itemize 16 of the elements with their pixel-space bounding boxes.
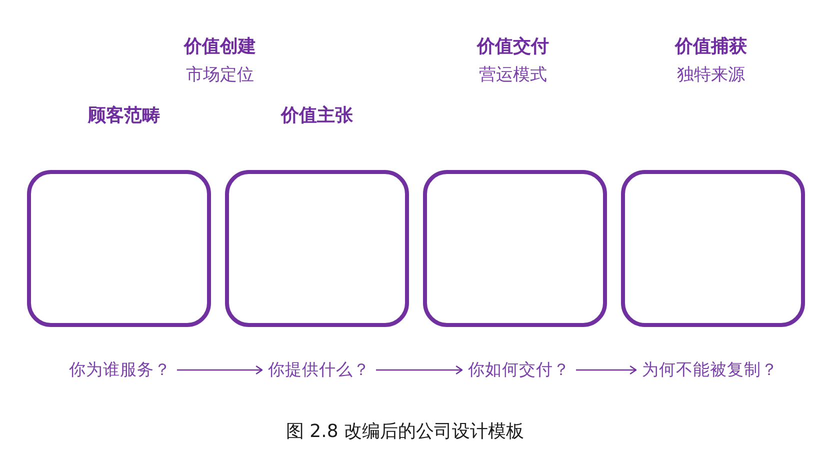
column-subheading: 独特来源 [677, 64, 745, 86]
question-text: 你为谁服务？ [69, 360, 171, 380]
column-heading: 价值捕获 [675, 36, 747, 58]
column-heading: 价值主张 [281, 105, 353, 127]
arrow [177, 365, 263, 375]
column-heading: 价值交付 [477, 36, 549, 58]
arrow [376, 365, 463, 375]
arrow [576, 365, 637, 375]
column-heading: 顾客范畴 [88, 105, 160, 127]
question-text: 你如何交付？ [468, 360, 570, 380]
question-text: 为何不能被复制？ [642, 360, 778, 380]
column-subheading: 市场定位 [186, 64, 254, 86]
column-subheading: 营运模式 [479, 64, 547, 86]
figure-caption: 图 2.8 改编后的公司设计模板 [286, 421, 524, 443]
question-text: 你提供什么？ [268, 360, 370, 380]
column-heading: 价值创建 [184, 36, 256, 58]
